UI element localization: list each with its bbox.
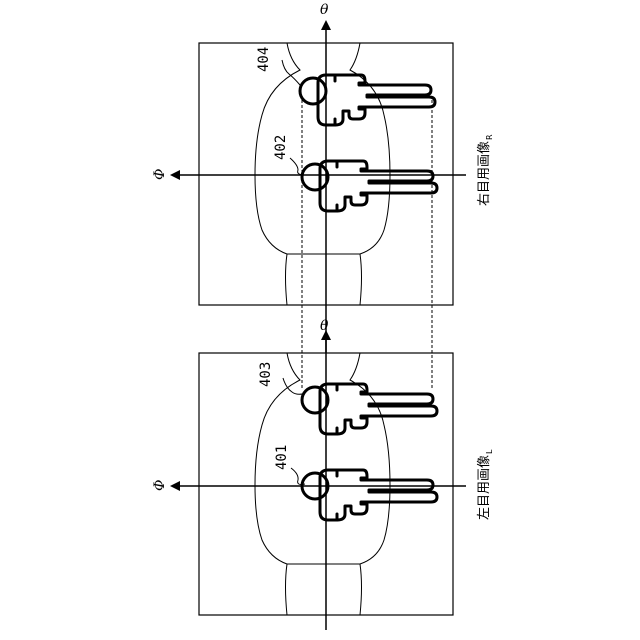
right-phi-label: Φ xyxy=(152,169,168,180)
right-person-402 xyxy=(302,161,437,211)
right-caption: 右目用画像 R xyxy=(477,134,494,206)
label-403: 403 xyxy=(258,362,302,395)
left-person-403 xyxy=(302,384,437,434)
right-theta-label: θ xyxy=(320,2,329,18)
left-theta-label: θ xyxy=(320,318,329,334)
svg-text:402: 402 xyxy=(273,135,289,160)
left-background-shape xyxy=(255,353,390,615)
panel-right-eye: θ Φ 402 404 右目用画像 R xyxy=(152,2,494,630)
svg-text:左目用画像: 左目用画像 xyxy=(477,455,492,520)
label-404: 404 xyxy=(256,47,300,85)
svg-text:403: 403 xyxy=(258,362,274,387)
left-person-401 xyxy=(302,470,437,520)
panel-left-eye: θ Φ 401 403 左目用画像 L xyxy=(152,318,494,615)
left-phi-label: Φ xyxy=(152,480,168,491)
label-402: 402 xyxy=(273,135,305,175)
svg-text:404: 404 xyxy=(256,47,272,72)
svg-text:L: L xyxy=(485,449,494,454)
svg-text:401: 401 xyxy=(274,445,290,470)
label-401: 401 xyxy=(274,445,305,485)
svg-text:R: R xyxy=(485,134,494,140)
left-caption: 左目用画像 L xyxy=(477,449,494,520)
svg-text:右目用画像: 右目用画像 xyxy=(477,141,492,206)
